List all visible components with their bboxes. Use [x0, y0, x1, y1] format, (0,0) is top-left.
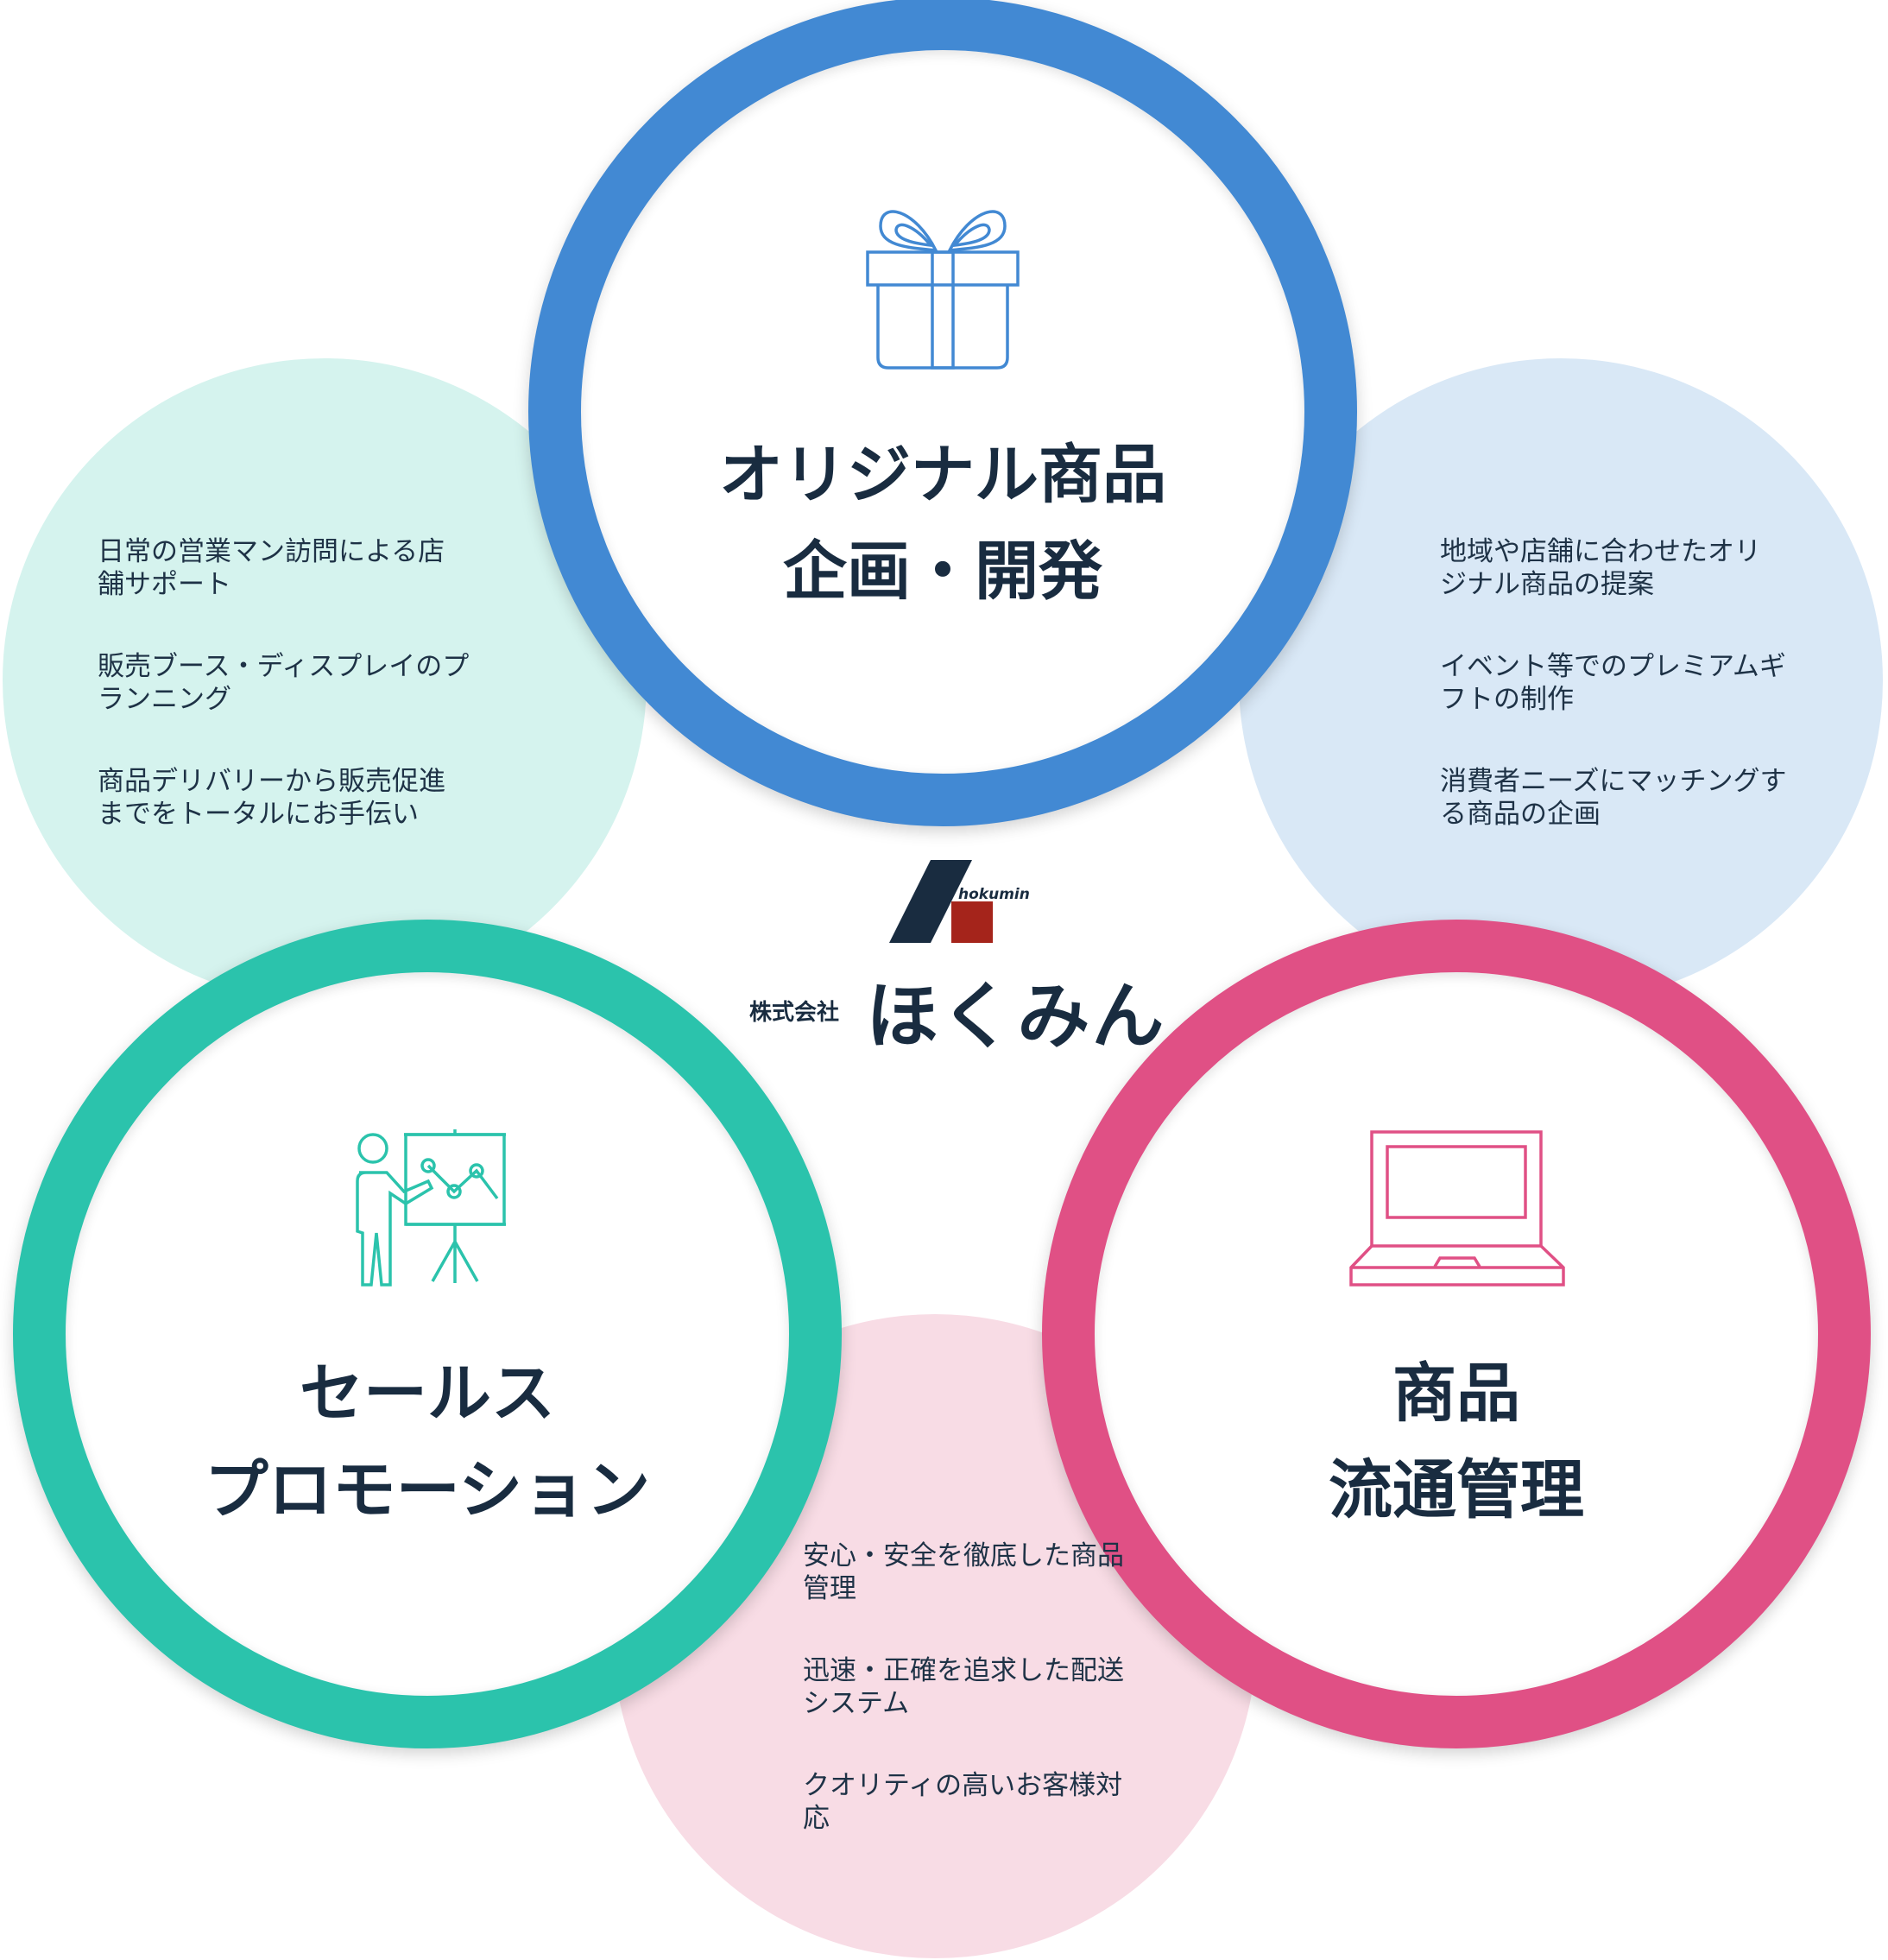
line: 販売ブース・ディスプレイのプ: [98, 651, 470, 682]
pillar-title-product: オリジナル商品 企画・開発: [641, 427, 1245, 620]
line: システム: [803, 1688, 910, 1719]
line: る商品の企画: [1440, 799, 1601, 830]
list-item: クオリティの高いお客様対応: [803, 1769, 1124, 1835]
line: 管理: [803, 1573, 856, 1604]
ring-product: [528, 0, 1357, 826]
line: までをトータルにお手伝い: [98, 799, 419, 830]
line: ランニング: [98, 684, 231, 715]
presentation-icon: [347, 1129, 508, 1287]
pillar-title-sales: セールス プロモーション: [125, 1345, 729, 1539]
line: 日常の営業マン訪問による店: [98, 536, 445, 567]
line: 安心・安全を徹底した商品: [803, 1540, 1124, 1571]
line: フトの制作: [1440, 684, 1574, 715]
logo-text: hokumin: [958, 886, 1030, 903]
bubble-right-list: 地域や店舗に合わせたオリジナル商品の提案 イベント等でのプレミアムギフトの制作 …: [1440, 535, 1786, 880]
list-item: 消費者ニーズにマッチングする商品の企画: [1440, 765, 1786, 831]
ring-sales: [13, 920, 842, 1748]
line: 地域や店舗に合わせたオリ: [1440, 536, 1761, 567]
bubble-bottom-list: 安心・安全を徹底した商品管理 迅速・正確を追求した配送システム クオリティの高い…: [803, 1540, 1124, 1884]
title-line: オリジナル商品: [719, 438, 1166, 512]
line: 応: [803, 1803, 830, 1834]
ring-distribution: [1042, 920, 1871, 1748]
list-item: 迅速・正確を追求した配送システム: [803, 1654, 1124, 1720]
line: 商品デリバリーから販売促進: [98, 766, 445, 797]
list-item: イベント等でのプレミアムギフトの制作: [1440, 650, 1786, 716]
line: 消費者ニーズにマッチングす: [1440, 766, 1787, 797]
gift-icon: [863, 200, 1022, 373]
title-line: プロモーション: [204, 1453, 651, 1527]
list-item: 日常の営業マン訪問による店舗サポート: [98, 535, 469, 601]
list-item: 商品デリバリーから販売促進までをトータルにお手伝い: [98, 765, 469, 831]
pillar-title-distribution: 商品 流通管理: [1154, 1345, 1759, 1539]
company-prefix: 株式会社: [749, 1000, 840, 1026]
line: ジナル商品の提案: [1440, 569, 1654, 600]
title-line: 商品: [1392, 1356, 1520, 1431]
laptop-icon: [1348, 1129, 1566, 1288]
title-line: 企画・開発: [783, 534, 1102, 609]
list-item: 地域や店舗に合わせたオリジナル商品の提案: [1440, 535, 1786, 601]
company-logo-mark: [889, 860, 1027, 946]
line: クオリティの高いお客様対: [803, 1770, 1123, 1801]
list-item: 販売ブース・ディスプレイのプランニング: [98, 650, 469, 716]
line: 舗サポート: [98, 569, 231, 600]
title-line: 流通管理: [1329, 1453, 1584, 1527]
title-line: セールス: [300, 1356, 555, 1431]
bubble-left-list: 日常の営業マン訪問による店舗サポート 販売ブース・ディスプレイのプランニング 商…: [98, 535, 469, 880]
line: 迅速・正確を追求した配送: [803, 1655, 1124, 1686]
list-item: 安心・安全を徹底した商品管理: [803, 1540, 1124, 1605]
company-name: ほくみん: [866, 974, 1166, 1059]
line: イベント等でのプレミアムギ: [1440, 651, 1786, 682]
